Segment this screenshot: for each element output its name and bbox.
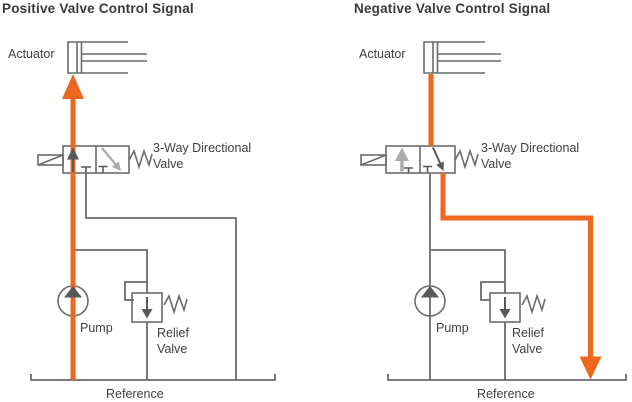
flow-arrow-up	[62, 74, 84, 380]
spring-icon	[128, 148, 153, 170]
actuator-label: Actuator	[8, 47, 55, 61]
pump-triangle-icon	[421, 286, 439, 298]
relief-valve-label: Relief Valve	[512, 326, 544, 356]
spring-icon	[454, 148, 479, 170]
tank-return-line	[85, 173, 237, 380]
relief-valve-label: Relief Valve	[157, 326, 189, 356]
directional-valve-label: 3-Way Directional Valve	[153, 141, 252, 171]
reference-rail	[30, 374, 276, 381]
directional-valve-symbol	[37, 145, 153, 174]
directional-valve-symbol	[360, 145, 479, 174]
blocked-port-symbols	[81, 165, 108, 173]
solenoid-icon	[37, 154, 64, 166]
negative-circuit	[360, 41, 627, 381]
relief-valve-arrow	[499, 297, 511, 319]
actuator-label: Actuator	[359, 47, 406, 61]
relief-branch-line	[430, 249, 506, 380]
spring-icon	[163, 293, 188, 315]
pump-label: Pump	[436, 321, 469, 335]
relief-valve-symbol	[489, 292, 546, 323]
directional-valve-label: 3-Way Directional Valve	[481, 141, 580, 171]
valve-active-diagonal-arrow	[432, 147, 444, 171]
valve-inactive-diagonal-arrow	[101, 147, 121, 171]
pump-triangle-icon	[64, 286, 82, 298]
valve-inactive-up-arrow	[395, 147, 409, 172]
solenoid-icon	[360, 154, 387, 166]
positive-diagram-title: Positive Valve Control Signal	[2, 1, 194, 16]
blocked-port-symbols	[404, 165, 432, 173]
negative-diagram-title: Negative Valve Control Signal	[354, 1, 551, 16]
actuator-cylinder-symbol	[67, 41, 147, 74]
relief-branch-line	[73, 249, 148, 380]
reference-rail	[387, 374, 627, 381]
pump-label: Pump	[80, 321, 113, 335]
actuator-cylinder-symbol	[423, 41, 501, 74]
positive-circuit	[30, 41, 276, 381]
relief-valve-arrow	[141, 297, 153, 319]
reference-label: Reference	[477, 387, 535, 401]
spring-icon	[521, 293, 546, 315]
relief-valve-symbol	[131, 292, 188, 323]
flow-arrow-down	[428, 74, 602, 380]
valve-active-path-up-arrow	[67, 147, 79, 172]
reference-label: Reference	[106, 387, 164, 401]
